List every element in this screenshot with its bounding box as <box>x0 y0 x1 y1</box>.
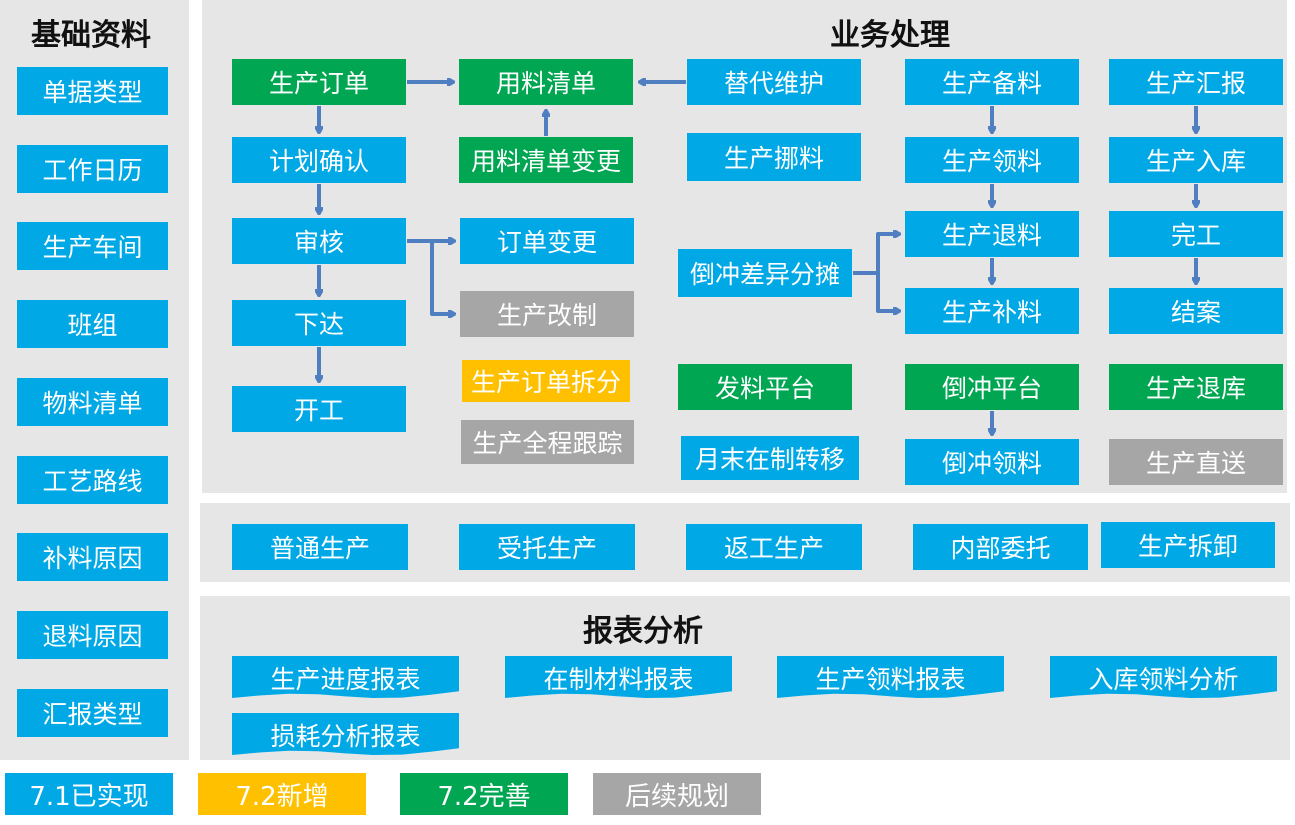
basic-item-supplement-reason[interactable]: 补料原因 <box>17 533 168 581</box>
direct-delivery-box[interactable]: 生产直送 <box>1109 439 1283 485</box>
basic-item-team[interactable]: 班组 <box>17 300 168 348</box>
legend-improved-7-2: 7.2完善 <box>400 773 568 815</box>
backflush-platform-box[interactable]: 倒冲平台 <box>905 364 1079 410</box>
backflush-variance-box[interactable]: 倒冲差异分摊 <box>678 249 852 297</box>
basic-item-workshop[interactable]: 生产车间 <box>17 222 168 270</box>
release-box[interactable]: 下达 <box>232 300 406 346</box>
report-loss-analysis[interactable]: 损耗分析报表 <box>232 713 459 755</box>
material-transfer-box[interactable]: 生产挪料 <box>687 133 861 181</box>
report-stock-in-picking-analysis[interactable]: 入库领料分析 <box>1050 656 1277 698</box>
production-picking-box[interactable]: 生产领料 <box>905 137 1079 183</box>
production-rework-box[interactable]: 生产改制 <box>460 291 634 337</box>
production-order-box[interactable]: 生产订单 <box>232 59 406 105</box>
close-box[interactable]: 结案 <box>1109 288 1283 334</box>
production-type-rework[interactable]: 返工生产 <box>686 524 862 570</box>
start-box[interactable]: 开工 <box>232 386 406 432</box>
substitute-maintenance-box[interactable]: 替代维护 <box>687 59 861 105</box>
full-tracking-box[interactable]: 生产全程跟踪 <box>461 420 634 464</box>
basic-item-report-type[interactable]: 汇报类型 <box>17 689 168 737</box>
production-type-normal[interactable]: 普通生产 <box>232 524 408 570</box>
basic-item-routing[interactable]: 工艺路线 <box>17 456 168 504</box>
order-split-box[interactable]: 生产订单拆分 <box>462 360 630 402</box>
month-end-wip-box[interactable]: 月末在制转移 <box>681 436 859 480</box>
production-return-box[interactable]: 生产退料 <box>905 211 1079 257</box>
basic-data-title: 基础资料 <box>31 18 151 53</box>
audit-box[interactable]: 审核 <box>232 218 406 264</box>
production-type-disassembly[interactable]: 生产拆卸 <box>1101 522 1275 568</box>
material-list-change-box[interactable]: 用料清单变更 <box>459 137 633 183</box>
material-list-box[interactable]: 用料清单 <box>459 59 633 105</box>
reports-title: 报表分析 <box>583 614 703 649</box>
legend-implemented-7-1: 7.1已实现 <box>5 773 173 815</box>
production-report-box[interactable]: 生产汇报 <box>1109 59 1283 105</box>
basic-item-bom[interactable]: 物料清单 <box>17 378 168 426</box>
production-type-consigned[interactable]: 受托生产 <box>459 524 635 570</box>
report-wip-material[interactable]: 在制材料报表 <box>505 656 732 698</box>
production-stock-in-box[interactable]: 生产入库 <box>1109 137 1283 183</box>
basic-item-work-calendar[interactable]: 工作日历 <box>17 145 168 193</box>
production-stock-return-box[interactable]: 生产退库 <box>1109 364 1283 410</box>
basic-item-return-reason[interactable]: 退料原因 <box>17 611 168 659</box>
legend-new-7-2: 7.2新增 <box>198 773 366 815</box>
production-prep-box[interactable]: 生产备料 <box>905 59 1079 105</box>
plan-confirm-box[interactable]: 计划确认 <box>232 137 406 183</box>
order-change-box[interactable]: 订单变更 <box>460 218 634 264</box>
backflush-picking-box[interactable]: 倒冲领料 <box>905 439 1079 485</box>
issuing-platform-box[interactable]: 发料平台 <box>678 364 852 410</box>
legend-future-plan: 后续规划 <box>593 773 761 815</box>
production-supplement-box[interactable]: 生产补料 <box>905 288 1079 334</box>
report-production-picking[interactable]: 生产领料报表 <box>777 656 1004 698</box>
complete-box[interactable]: 完工 <box>1109 211 1283 257</box>
production-type-internal-commission[interactable]: 内部委托 <box>913 524 1088 570</box>
basic-item-document-type[interactable]: 单据类型 <box>17 67 168 115</box>
report-production-progress[interactable]: 生产进度报表 <box>232 656 459 698</box>
business-title: 业务处理 <box>830 18 950 53</box>
